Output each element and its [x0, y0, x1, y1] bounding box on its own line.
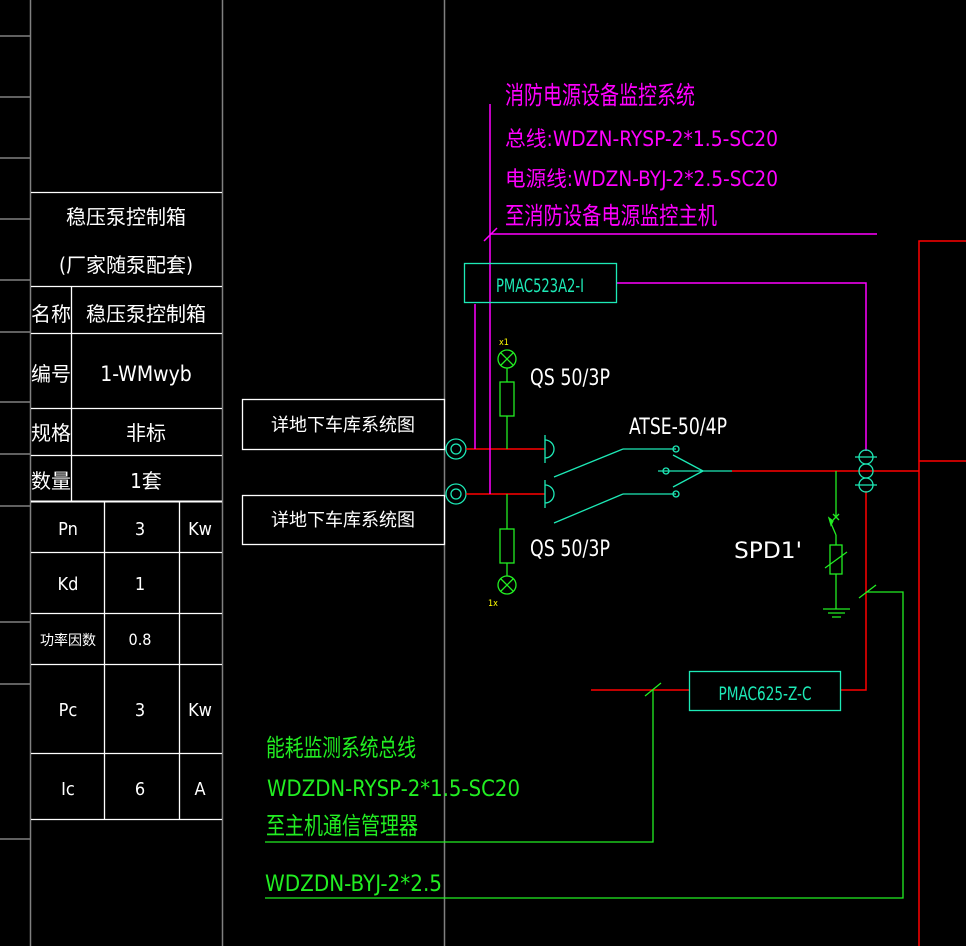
energy-monitor-bus-line: WDZDN-RYSP-2*1.5-SC20 [267, 777, 520, 802]
fire-monitor-title: 消防电源设备监控系统 [505, 81, 695, 110]
row-value-name: 稳压泵控制箱 [86, 302, 206, 326]
indicator-branch-bottom [497, 494, 517, 595]
breaker-bottom-icon [544, 480, 555, 508]
fire-monitor-module[interactable]: PMAC523A2-I [463, 262, 618, 304]
incoming-terminal-2 [445, 483, 467, 505]
current-transformer-icon [855, 449, 877, 493]
breaker-top-label: QS 50/3P [530, 366, 610, 391]
fire-monitor-annotation: 消防电源设备监控系统 总线:WDZN-RYSP-2*1.5-SC20 电源线:W… [505, 81, 778, 230]
param-label-pf: 功率因数 [40, 632, 96, 649]
incoming-terminal-1 [445, 438, 467, 460]
param-unit-ic: A [194, 779, 205, 800]
param-unit-pn: Kw [188, 519, 212, 540]
fuse-top-icon [499, 381, 515, 417]
fire-monitor-destination: 至消防设备电源监控主机 [505, 202, 717, 230]
param-value-ic: 6 [135, 779, 145, 800]
indicator-lamp-bottom-icon [497, 575, 517, 595]
energy-monitor-module-label: PMAC625-Z-C [719, 683, 812, 705]
energy-monitor-module[interactable]: PMAC625-Z-C [688, 670, 842, 712]
row-label-spec: 规格 [31, 421, 71, 445]
param-unit-pc: Kw [188, 700, 212, 721]
surge-protector-icon [823, 471, 850, 618]
lamp-top-tag: x1 [499, 338, 509, 348]
fire-monitor-power-line: 电源线:WDZN-BYJ-2*2.5-SC20 [505, 167, 778, 191]
ats-label: ATSE-50/4P [629, 415, 727, 440]
fire-monitor-module-label: PMAC523A2-I [496, 275, 584, 297]
energy-monitor-destination: 至主机通信管理器 [266, 812, 418, 840]
table-title-line1: 稳压泵控制箱 [66, 205, 186, 229]
row-value-code: 1-WMwyb [100, 362, 192, 386]
fire-monitor-lines [474, 104, 877, 494]
indicator-branch-top [497, 349, 517, 449]
spd-label: SPD1' [734, 539, 802, 564]
energy-monitor-power-line: WDZDN-BYJ-2*2.5 [265, 872, 442, 897]
equipment-table-grid [31, 191, 222, 821]
energy-monitor-title: 能耗监测系统总线 [266, 734, 416, 762]
fuse-bottom-icon [499, 528, 515, 564]
row-label-name: 名称 [31, 302, 71, 326]
param-value-kd: 1 [135, 574, 145, 595]
breaker-bottom-label: QS 50/3P [530, 537, 610, 562]
breaker-top-icon [544, 435, 555, 463]
param-value-pf: 0.8 [129, 630, 152, 649]
param-value-pn: 3 [135, 519, 145, 540]
circuit-labels: QS 50/3P QS 50/3P ATSE-50/4P SPD1' [530, 366, 802, 564]
reference-label-2: 详地下车库系统图 [271, 510, 415, 531]
power-lines [466, 240, 966, 946]
ats-switch-icon [553, 445, 732, 524]
energy-monitor-annotation: 能耗监测系统总线 WDZDN-RYSP-2*1.5-SC20 至主机通信管理器 … [265, 734, 520, 897]
lamp-bottom-tag: 1x [488, 599, 498, 609]
row-value-qty: 1套 [130, 469, 161, 493]
param-label-pn: Pn [58, 519, 78, 540]
reference-box-2[interactable]: 详地下车库系统图 [241, 494, 446, 546]
energy-monitor-lines [265, 584, 904, 899]
drawing-frame [0, 0, 446, 946]
equipment-table: 稳压泵控制箱 (厂家随泵配套) 名称 稳压泵控制箱 编号 1-WMwyb 规格 … [31, 205, 212, 800]
reference-box-1[interactable]: 详地下车库系统图 [241, 398, 446, 451]
row-label-qty: 数量 [31, 469, 71, 493]
param-label-ic: Ic [61, 779, 75, 800]
param-label-pc: Pc [59, 700, 78, 721]
row-label-code: 编号 [31, 362, 71, 386]
fire-monitor-bus-line: 总线:WDZN-RYSP-2*1.5-SC20 [505, 127, 778, 151]
param-label-kd: Kd [58, 574, 79, 595]
row-value-spec: 非标 [126, 421, 166, 445]
table-title-line2: (厂家随泵配套) [59, 253, 193, 277]
param-value-pc: 3 [135, 700, 145, 721]
reference-label-1: 详地下车库系统图 [271, 415, 415, 436]
